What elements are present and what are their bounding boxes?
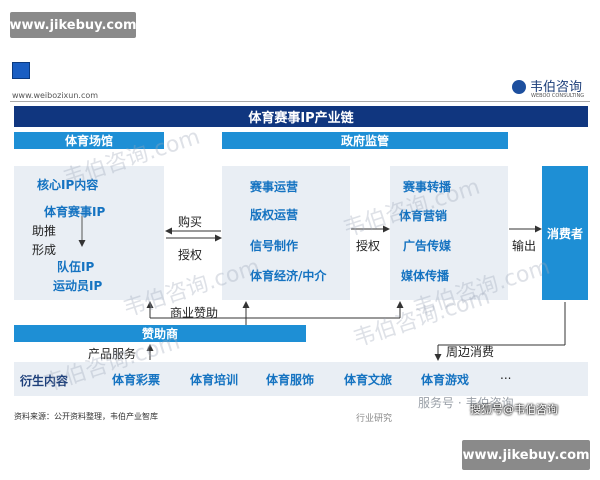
- event-operation-label: 赛事运营: [250, 180, 299, 194]
- boost-label: 助推: [32, 224, 57, 238]
- media-spread-label: 媒体传播: [401, 269, 450, 283]
- derivative-games: 体育游戏: [421, 373, 470, 387]
- sports-marketing-label: 体育营销: [399, 209, 448, 223]
- source-note: 资料来源：公开资料整理，韦伯产业智库: [14, 412, 158, 421]
- header-url[interactable]: www.weibozixun.com: [12, 91, 99, 100]
- core-ip-label: 核心IP内容: [37, 178, 99, 192]
- brand-subtitle: WEBOO CONSULTING: [531, 93, 585, 99]
- athlete-ip-label: 运动员IP: [53, 279, 103, 293]
- copyright-operation-label: 版权运营: [250, 208, 299, 222]
- form-label: 形成: [32, 243, 57, 257]
- derivatives-strip: [14, 362, 588, 396]
- product-service-label: 产品服务: [88, 347, 137, 361]
- site-badge-top[interactable]: www.jikebuy.com: [9, 12, 137, 38]
- output-label: 输出: [512, 239, 537, 253]
- broadcast-label: 赛事转播: [403, 180, 452, 194]
- buy-label: 购买: [178, 215, 203, 229]
- license-label-1: 授权: [178, 248, 203, 262]
- derivative-training: 体育培训: [190, 373, 239, 387]
- signal-production-label: 信号制作: [250, 239, 299, 253]
- derivative-lottery: 体育彩票: [112, 373, 161, 387]
- team-ip-label: 队伍IP: [57, 260, 95, 274]
- peripheral-label: 周边消费: [446, 345, 495, 359]
- ip-content-panel: [14, 166, 164, 300]
- venue-header: 体育场馆: [14, 132, 164, 149]
- derivatives-label: 衍生内容: [20, 374, 69, 388]
- license-label-2: 授权: [356, 239, 381, 253]
- media-panel: [390, 166, 508, 300]
- brand-logo-icon: [512, 80, 526, 94]
- sohu-watermark: 搜狐号@韦伯咨询: [470, 403, 558, 416]
- sponsorship-label: 商业赞助: [170, 306, 219, 320]
- event-ip-label: 体育赛事IP: [44, 205, 106, 219]
- advertising-label: 广告传媒: [403, 239, 452, 253]
- sponsor-bar: 赞助商: [14, 325, 306, 342]
- derivative-tourism: 体育文旅: [344, 373, 393, 387]
- consumer-box: 消费者: [542, 166, 588, 300]
- header-divider: [10, 101, 590, 102]
- header-square-icon: [12, 62, 30, 79]
- derivative-apparel: 体育服饰: [266, 373, 315, 387]
- derivative-more: ...: [500, 368, 512, 382]
- consumer-label: 消费者: [546, 226, 583, 241]
- brand-name: 韦伯咨询: [530, 80, 583, 95]
- footer-faded-text: 行业研究: [356, 414, 393, 424]
- wechat-faded-text: 服务号 · 韦伯咨询: [418, 396, 514, 410]
- operations-panel: [222, 166, 350, 300]
- sports-agency-label: 体育经济/中介: [250, 269, 327, 283]
- site-badge-bottom[interactable]: www.jikebuy.com: [462, 440, 590, 470]
- gov-header: 政府监管: [222, 132, 508, 149]
- diagram-title: 体育赛事IP产业链: [14, 106, 588, 127]
